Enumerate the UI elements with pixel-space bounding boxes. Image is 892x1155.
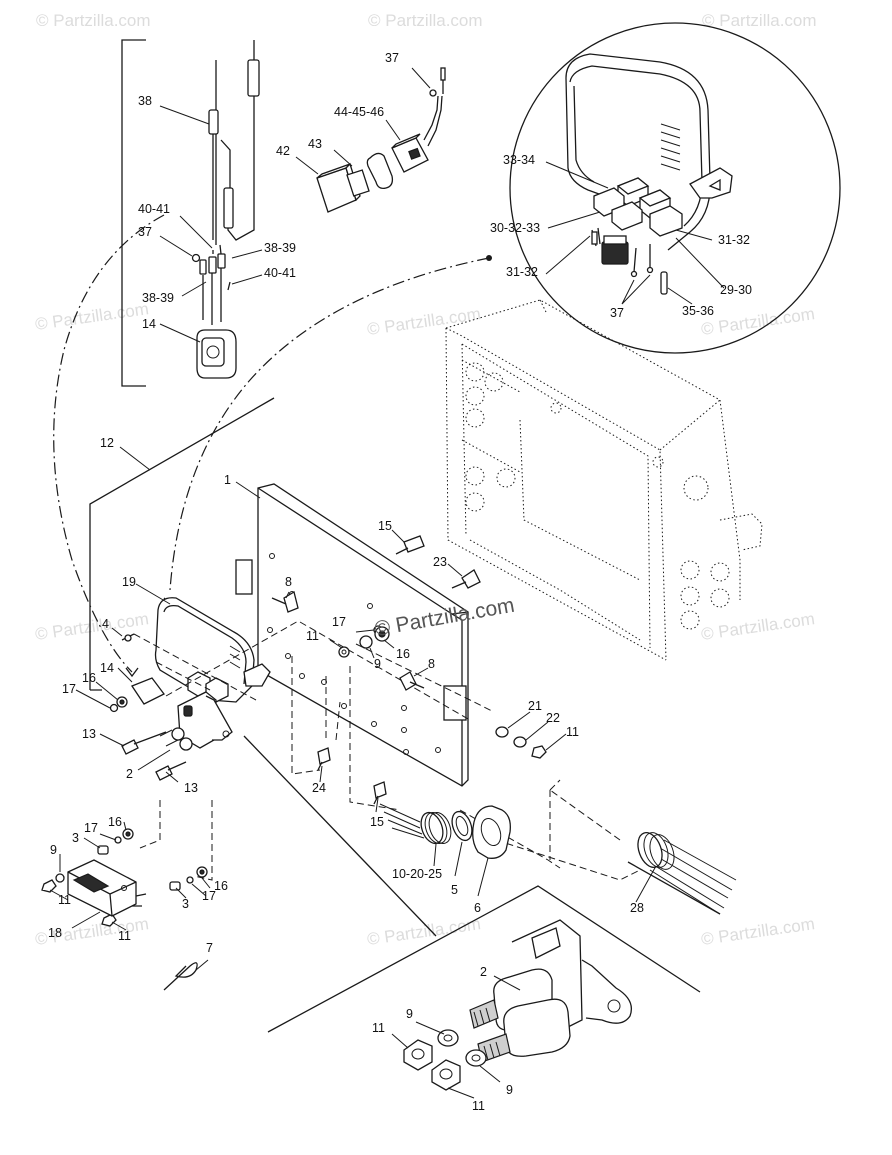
callout-label: 17: [62, 682, 76, 696]
callout-label: 38-39: [142, 291, 174, 305]
callout-label: 24: [312, 781, 326, 795]
watermark: © Partzilla.com: [36, 11, 151, 30]
callout-label: 3: [72, 831, 79, 845]
callout-label: 11: [566, 725, 579, 739]
callout-label: 44-45-46: [334, 105, 384, 119]
callout-label: 16: [214, 879, 228, 893]
callout-label: 11: [306, 629, 319, 643]
callout-label: 16: [108, 815, 122, 829]
callout-label: 22: [546, 711, 560, 725]
watermark: © Partzilla.com: [366, 304, 482, 339]
callout-label: 2: [126, 767, 133, 781]
connector-group: [316, 67, 446, 213]
clip-7: [163, 962, 198, 991]
leader-lines: [49, 67, 725, 1099]
callout-label: 11: [58, 893, 71, 907]
solenoid-small: [159, 691, 233, 751]
callout-label: 4: [102, 617, 109, 631]
assembly-lines: [133, 619, 641, 937]
callout-label: 9: [506, 1083, 513, 1097]
association-line-19: [169, 257, 490, 591]
callout-label: 30-32-33: [490, 221, 540, 235]
solenoid-large: [469, 919, 633, 1063]
callout-label: 31-32: [718, 233, 750, 247]
enclosure-outline: [445, 299, 763, 661]
connector-28: [627, 832, 737, 915]
callout-label: 16: [396, 647, 410, 661]
part-18: [67, 859, 147, 917]
watermark: © Partzilla.com: [700, 609, 816, 644]
callout-label: 37: [385, 51, 399, 65]
detail-inset: [509, 22, 841, 354]
callout-label: 42: [276, 144, 290, 158]
callout-label: 9: [406, 1007, 413, 1021]
watermark: © Partzilla.com: [34, 299, 150, 334]
callout-label: 7: [206, 941, 213, 955]
association-line-14: [53, 214, 165, 673]
watermark: © Partzilla.com: [34, 609, 150, 644]
cable-gland: [379, 803, 511, 859]
relay-cover: [154, 597, 271, 703]
callout-label: 43: [308, 137, 322, 151]
callout-label: 8: [285, 575, 292, 589]
callout-label: 31-32: [506, 265, 538, 279]
callout-label: 14: [100, 661, 114, 675]
callout-label: 1: [224, 473, 231, 487]
callout-label: 23: [433, 555, 447, 569]
callout-label: 8: [428, 657, 435, 671]
callout-label: 14: [142, 317, 156, 331]
callout-label: 28: [630, 901, 644, 915]
harness-group: [121, 39, 260, 387]
callout-label: 40-41: [264, 266, 296, 280]
callout-label: 5: [451, 883, 458, 897]
callout-label: 9: [374, 657, 381, 671]
callout-label: 29-30: [720, 283, 752, 297]
callout-label: 11: [472, 1099, 485, 1113]
watermark: © Partzilla.com: [700, 914, 816, 949]
watermark: © Partzilla.com: [368, 11, 483, 30]
large-hardware: [403, 1029, 487, 1091]
callout-label: 10-20-25: [392, 867, 442, 881]
callout-label: 11: [118, 929, 131, 943]
callout-label: 11: [372, 1021, 385, 1035]
callout-label: 3: [182, 897, 189, 911]
callout-label: 13: [82, 727, 96, 741]
hardware: [41, 535, 547, 927]
watermark: © Partzilla.com: [702, 11, 817, 30]
callout-label: 13: [184, 781, 198, 795]
callout-label: 16: [82, 671, 96, 685]
callout-label: 17: [332, 615, 346, 629]
callout-label: 35-36: [682, 304, 714, 318]
callout-label: 17: [202, 889, 216, 903]
watermark: © Partzilla.com: [700, 304, 816, 339]
callout-label: 15: [370, 815, 384, 829]
mounting-panel: [235, 483, 469, 787]
callout-label: 38: [138, 94, 152, 108]
callout-label: 19: [122, 575, 136, 589]
watermark-layer: © Partzilla.com © Partzilla.com © Partzi…: [34, 11, 817, 949]
callout-label: 17: [84, 821, 98, 835]
callout-label: 6: [474, 901, 481, 915]
association-dot: [486, 255, 492, 261]
callout-label: 18: [48, 926, 62, 940]
callout-label: 12: [100, 436, 114, 450]
watermark: © Partzilla.com: [366, 914, 482, 949]
callout-label: 21: [528, 699, 542, 713]
callout-layer: 37 44-45-46 38 43 42 40-41 37 38-39 40-4…: [48, 51, 752, 1113]
callout-label: 9: [50, 843, 57, 857]
callout-label: 15: [378, 519, 392, 533]
callout-label: 38-39: [264, 241, 296, 255]
callout-label: 2: [480, 965, 487, 979]
callout-label: 40-41: [138, 202, 170, 216]
callout-label: 37: [610, 306, 624, 320]
callout-label: 33-34: [503, 153, 535, 167]
callout-label: 37: [138, 225, 152, 239]
arrow-head: [125, 667, 139, 678]
